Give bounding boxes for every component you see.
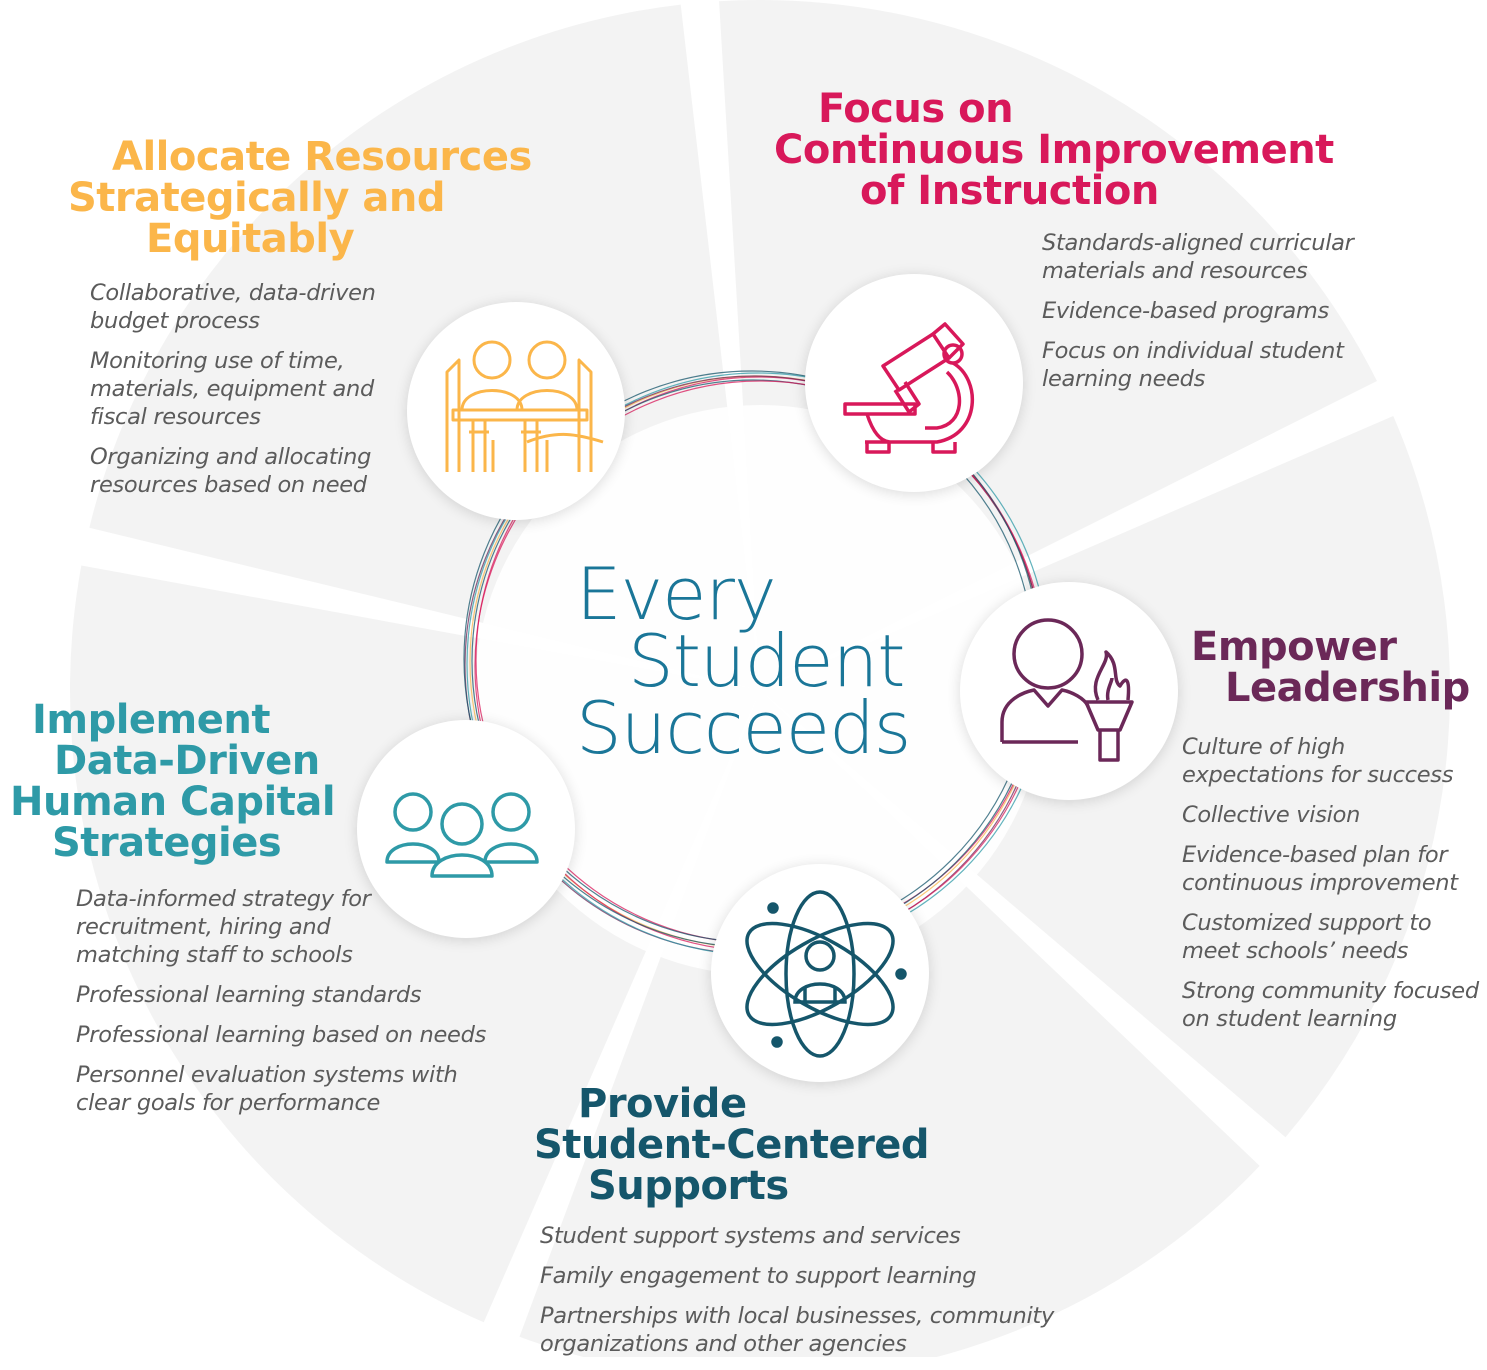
- list-item: Strong community focused on student lear…: [1182, 978, 1479, 1032]
- supports-items: Student support systems and services Fam…: [540, 1222, 1100, 1370]
- list-item: Culture of high expectations for success: [1182, 734, 1454, 788]
- list-item: Collective vision: [1182, 802, 1361, 828]
- leadership-icon-circle: [960, 582, 1178, 800]
- list-item: Evidence-based plan for continuous impro…: [1182, 842, 1458, 896]
- list-item: Standards-aligned curricular materials a…: [1042, 230, 1354, 284]
- pillar-title-instruction: Focus on Continuous Improvement of Instr…: [774, 89, 1334, 212]
- title-line: Strategically and: [68, 175, 445, 221]
- list-item: Focus on individual student learning nee…: [1042, 338, 1344, 392]
- list-item: Collaborative, data-driven budget proces…: [90, 280, 376, 334]
- list-item: Evidence-based programs: [1042, 298, 1329, 324]
- title-line: Leadership: [1225, 665, 1470, 711]
- center-glow: [475, 405, 1045, 975]
- instruction-items: Standards-aligned curricular materials a…: [1042, 229, 1392, 405]
- classroom-desks-icon: [445, 340, 604, 472]
- pillar-title-resources: Allocate Resources Strategically and Equ…: [68, 137, 532, 260]
- resources-items: Collaborative, data-driven budget proces…: [90, 279, 410, 511]
- human-capital-icon-circle: [357, 720, 575, 938]
- list-item: Partnerships with local businesses, comm…: [540, 1303, 1054, 1357]
- pillar-title-leadership: Empower Leadership: [1191, 627, 1470, 709]
- list-item: Family engagement to support learning: [540, 1263, 977, 1289]
- center-line-2: Student: [628, 619, 905, 703]
- supports-icon-circle: [711, 864, 929, 1082]
- people-group-icon: [385, 792, 539, 878]
- list-item: Professional learning standards: [76, 982, 422, 1008]
- resources-icon-circle: [407, 302, 625, 520]
- list-item: Personnel evaluation systems with clear …: [76, 1062, 458, 1116]
- list-item: Professional learning based on needs: [76, 1022, 486, 1048]
- title-line: Equitably: [146, 216, 355, 262]
- leader-torch-icon: [1000, 618, 1134, 762]
- list-item: Student support systems and services: [540, 1223, 961, 1249]
- title-line: Allocate Resources: [112, 134, 532, 180]
- center-title: Every Student Succeeds: [576, 552, 911, 770]
- title-line: Supports: [588, 1163, 789, 1209]
- pillar-title-human-capital: Implement Data-Driven Human Capital Stra…: [10, 697, 336, 866]
- title-line: Implement: [32, 697, 270, 743]
- title-line: Data-Driven: [54, 738, 320, 784]
- pillar-title-supports: Provide Student-Centered Supports: [534, 1081, 930, 1209]
- student-orbit-icon: [745, 890, 907, 1058]
- list-item: Monitoring use of time, materials, equip…: [90, 348, 374, 430]
- title-line: Focus on: [818, 86, 1014, 132]
- title-line: Empower: [1191, 624, 1397, 670]
- center-line-1: Every: [576, 552, 777, 636]
- leadership-items: Culture of high expectations for success…: [1182, 733, 1482, 1045]
- center-line-3: Succeeds: [576, 686, 911, 770]
- list-item: Data-informed strategy for recruitment, …: [76, 886, 371, 968]
- title-line: Continuous Improvement: [774, 127, 1334, 173]
- title-line: of Instruction: [860, 168, 1159, 214]
- list-item: Customized support to meet schools’ need…: [1182, 910, 1432, 964]
- title-line: Student-Centered: [534, 1122, 930, 1168]
- list-item: Organizing and allocating resources base…: [90, 444, 372, 498]
- title-line: Provide: [578, 1081, 747, 1127]
- microscope-icon: [843, 322, 975, 454]
- human-capital-items: Data-informed strategy for recruitment, …: [76, 885, 526, 1129]
- title-line: Human Capital: [10, 779, 336, 825]
- instruction-icon-circle: [805, 274, 1023, 492]
- title-line: Strategies: [52, 820, 282, 866]
